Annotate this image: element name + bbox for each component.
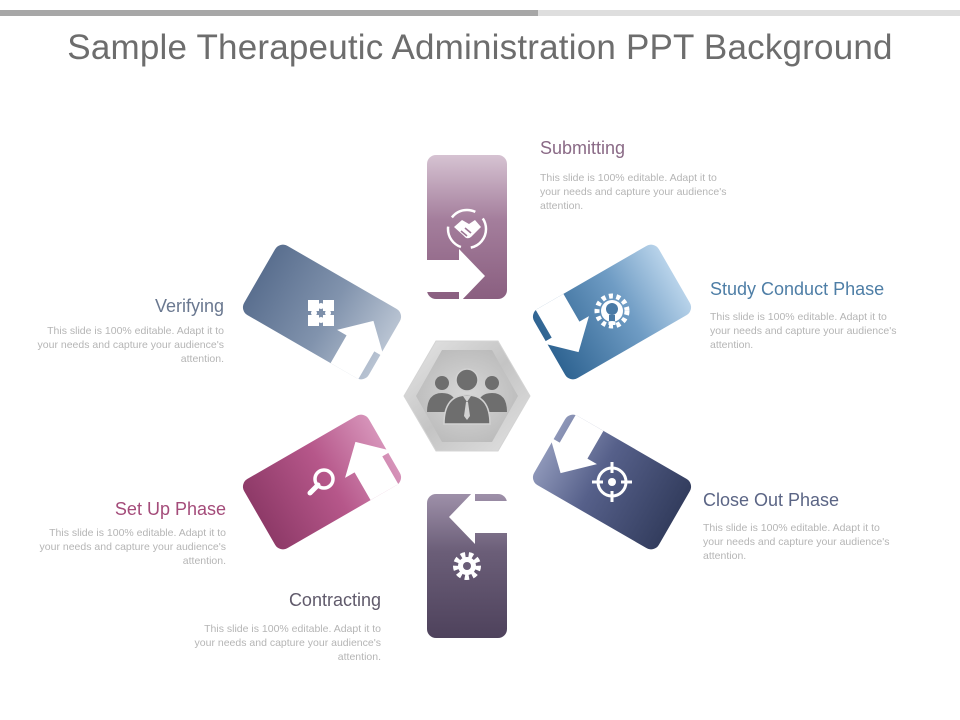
label-contracting: Contracting: [288, 590, 381, 610]
puzzle-icon: [308, 300, 334, 326]
phase-card-close-out: [532, 414, 692, 550]
label-close-out: Close Out Phase: [703, 490, 840, 510]
phase-card-submitting: [427, 155, 507, 303]
phase-card-verifying: [242, 244, 402, 380]
phase-card-study-conduct: [532, 244, 692, 380]
label-submitting: Submitting: [540, 138, 626, 158]
center-hexagon: [403, 340, 531, 452]
desc-study-conduct: This slide is 100% editable. Adapt it to…: [710, 311, 897, 351]
top-accent-bar: [0, 10, 960, 16]
label-study-conduct: Study Conduct Phase: [710, 279, 885, 299]
phase-card-contracting: [427, 490, 507, 638]
magnifier-icon: [307, 468, 335, 496]
people-group-icon: [427, 368, 507, 425]
gear-icon: [453, 552, 481, 580]
slide-title: Sample Therapeutic Administration PPT Ba…: [67, 28, 893, 67]
lightbulb-gear-icon: [594, 293, 630, 329]
desc-contracting: This slide is 100% editable. Adapt it to…: [194, 623, 381, 663]
handshake-icon: [446, 208, 488, 250]
top-accent-bar-dark: [0, 10, 538, 16]
phase-card-set-up: [242, 414, 402, 550]
desc-submitting: This slide is 100% editable. Adapt it to…: [540, 172, 727, 212]
desc-verifying: This slide is 100% editable. Adapt it to…: [37, 325, 224, 365]
top-accent-bar-light: [538, 10, 960, 16]
label-set-up: Set Up Phase: [114, 499, 226, 519]
desc-set-up: This slide is 100% editable. Adapt it to…: [39, 527, 226, 567]
desc-close-out: This slide is 100% editable. Adapt it to…: [703, 522, 890, 562]
label-verifying: Verifying: [154, 296, 224, 316]
target-icon: [592, 462, 632, 502]
